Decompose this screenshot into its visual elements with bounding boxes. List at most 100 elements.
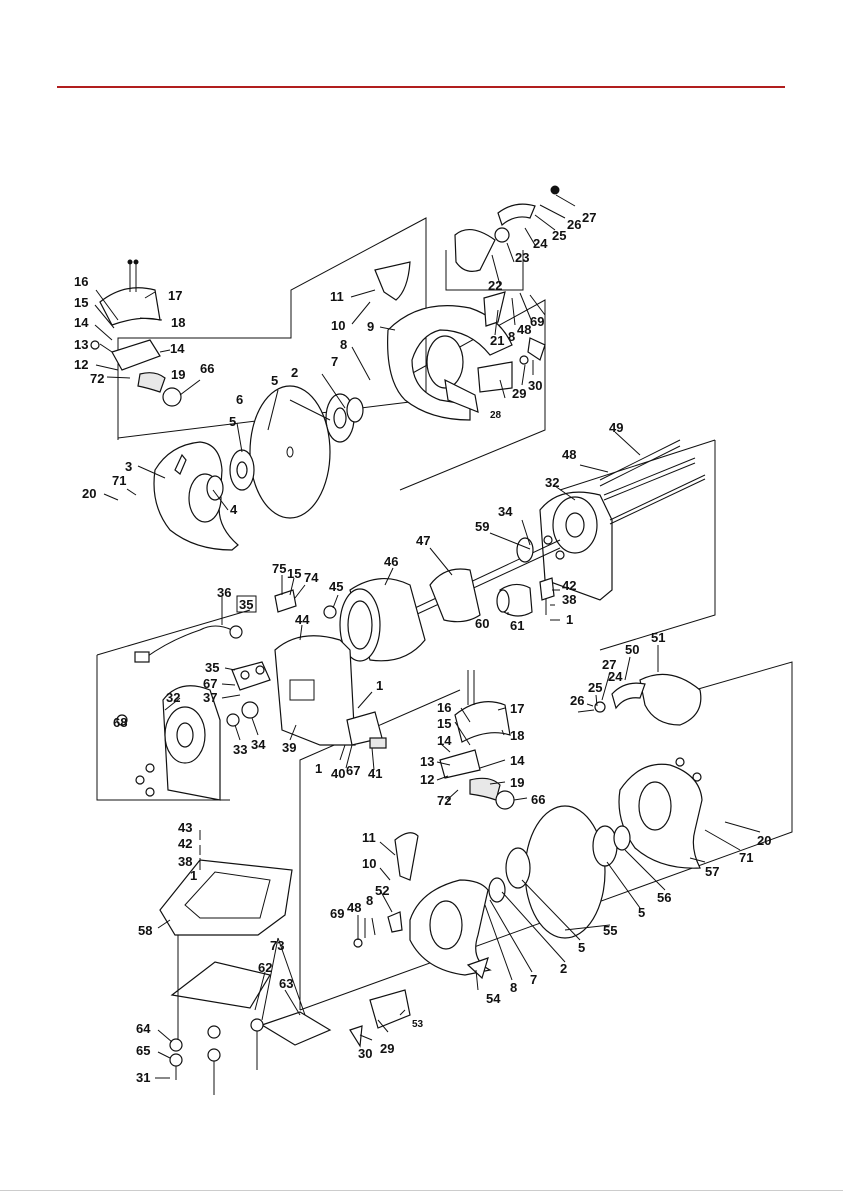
callout: 13: [74, 337, 88, 352]
callout: 38: [178, 854, 192, 869]
callout: 18: [171, 315, 185, 330]
callout: 14: [170, 341, 185, 356]
tie-rods: [599, 439, 706, 525]
callout: 2: [291, 365, 298, 380]
callout: 13: [420, 754, 434, 769]
base-plate: [169, 935, 332, 1095]
callout: 53: [412, 1019, 424, 1030]
callout: 55: [603, 923, 617, 938]
callout: 24: [533, 236, 548, 251]
callout: 60: [475, 616, 489, 631]
callout: 69: [530, 314, 544, 329]
callout: 29: [380, 1041, 394, 1056]
callout: 11: [330, 289, 344, 304]
lower-tool-rest: [349, 911, 411, 1048]
callout: 11: [362, 830, 376, 845]
center-housing: [274, 635, 387, 749]
callout: 24: [608, 669, 623, 684]
callout: 34: [251, 737, 266, 752]
power-cord: [134, 625, 243, 663]
left-wheel-assembly: [229, 385, 364, 519]
stator: [323, 577, 426, 662]
callout: 23: [515, 250, 529, 265]
callout: 40: [331, 766, 345, 781]
callout: 26: [570, 693, 584, 708]
callout: 32: [545, 475, 559, 490]
callout: 75: [272, 561, 286, 576]
upper-eye-shield: [454, 185, 560, 272]
callout: 29: [512, 386, 526, 401]
capacitor: [496, 577, 555, 617]
callout: 45: [329, 579, 343, 594]
callout: 32: [166, 690, 180, 705]
callout: 72: [437, 793, 451, 808]
callout: 72: [90, 371, 104, 386]
callout: 17: [168, 288, 182, 303]
callout: 25: [588, 680, 602, 695]
callout-labels: 27 26 25 24 23 22 21 8 48 69 30 29 28 11…: [74, 210, 771, 1085]
callout: 30: [528, 378, 542, 393]
callout: 48: [562, 447, 576, 462]
callout: 8: [508, 329, 515, 344]
callout: 17: [510, 701, 524, 716]
upper-wheel-guard-inner: [374, 261, 513, 421]
callout: 39: [282, 740, 296, 755]
group-frame-motor: [96, 439, 716, 801]
callout: 31: [136, 1070, 150, 1085]
callout: 7: [331, 354, 338, 369]
callout: 8: [510, 980, 517, 995]
callout: 1: [190, 868, 197, 883]
callout: 1: [315, 761, 322, 776]
left-motor-cover: [116, 685, 221, 801]
callout: 68: [113, 715, 127, 730]
callout: 16: [74, 274, 88, 289]
callout: 19: [510, 775, 524, 790]
callout: 35: [239, 597, 253, 612]
callout: 5: [229, 414, 236, 429]
callout: 65: [136, 1043, 150, 1058]
callout: 12: [74, 357, 88, 372]
callout: 5: [578, 940, 585, 955]
callout: 63: [279, 976, 293, 991]
callout: 4: [230, 502, 238, 517]
callout: 64: [136, 1021, 151, 1036]
callout: 5: [271, 373, 278, 388]
callout: 46: [384, 554, 398, 569]
callout: 20: [82, 486, 96, 501]
callout: 27: [582, 210, 596, 225]
callout: 1: [376, 678, 383, 693]
callout: 52: [375, 883, 389, 898]
callout: 42: [178, 836, 192, 851]
callout: 43: [178, 820, 192, 835]
callout: 9: [367, 319, 374, 334]
right-wheel-guard-inner: [394, 832, 492, 980]
group-frame-upper-right: [399, 250, 546, 491]
callout: 66: [531, 792, 545, 807]
callout: 27: [602, 657, 616, 672]
callout: 14: [510, 753, 525, 768]
callout: 14: [74, 315, 89, 330]
callout: 34: [498, 504, 513, 519]
callout: 15: [287, 566, 301, 581]
callout: 67: [203, 676, 217, 691]
lower-eye-shield: [594, 673, 702, 726]
callout: 36: [217, 585, 231, 600]
callout: 28: [490, 410, 502, 421]
callout: 33: [233, 742, 247, 757]
callout: 47: [416, 533, 430, 548]
upper-spark-guard: [99, 259, 161, 326]
callout: 59: [475, 519, 489, 534]
leader-lines: [94, 194, 761, 1079]
upper-eye-shield-bracket: [90, 339, 182, 407]
callout: 61: [510, 618, 524, 633]
armature-shaft: [399, 537, 561, 623]
callout: 26: [567, 217, 581, 232]
callout: 37: [203, 690, 217, 705]
callout: 6: [236, 392, 243, 407]
callout: 10: [362, 856, 376, 871]
page-bottom-edge: [0, 1190, 843, 1191]
right-motor-cover: [539, 491, 613, 601]
callout: 16: [437, 700, 451, 715]
callout: 1: [566, 612, 573, 627]
header-rule: [57, 86, 785, 88]
